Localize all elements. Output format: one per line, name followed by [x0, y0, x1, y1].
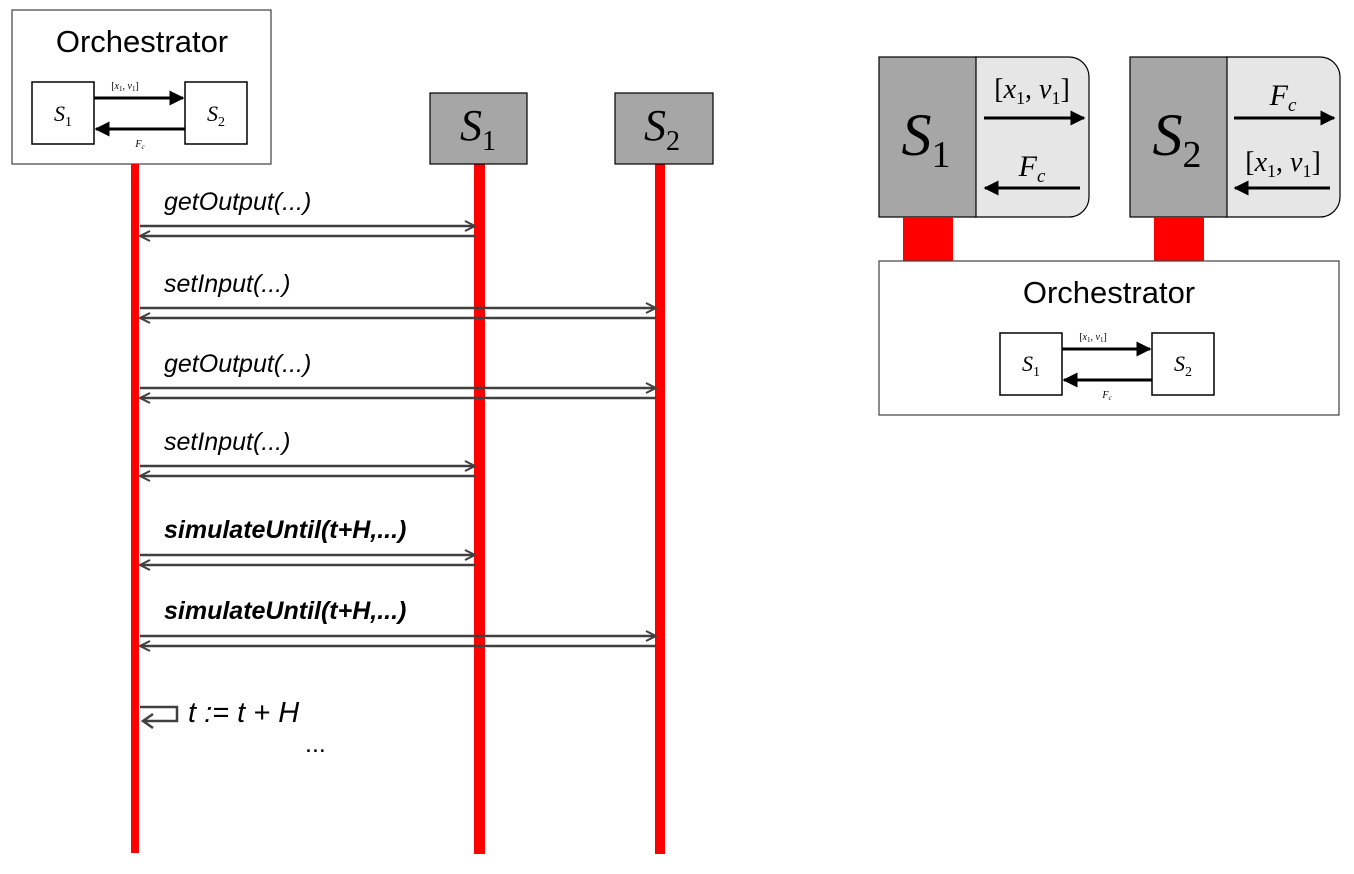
- message-2: setInput(...): [140, 270, 656, 318]
- self-step-label: t := t + H: [188, 697, 299, 729]
- lifeline-s1: [474, 164, 485, 854]
- head-s2-label: S2: [644, 101, 680, 157]
- right-orch-s2-box: [1151, 332, 1215, 396]
- right-orchestrator-title: Orchestrator: [1023, 275, 1195, 310]
- left-orchestrator-title: Orchestrator: [56, 24, 228, 59]
- unit-s1: S1 [x1, v1] Fc: [878, 56, 1090, 218]
- left-orch-arrow-top-label: [x1, v1]: [111, 81, 139, 93]
- unit-s1-block: [878, 56, 977, 218]
- self-step-arrowhead: [140, 712, 154, 730]
- message-4: setInput(...): [140, 428, 475, 476]
- self-step-arrow: [140, 705, 179, 723]
- right-orch-s1-box: [999, 332, 1063, 396]
- connector-s1-orchestrator: [903, 217, 953, 261]
- right-orch-arrow-top-label: [x1, v1]: [1079, 332, 1107, 344]
- unit-s2-label: S2: [1153, 102, 1202, 176]
- unit-s2-top-port-label: Fc: [1269, 79, 1297, 116]
- connector-s2-orchestrator: [1154, 217, 1204, 261]
- unit-s2-block: [1129, 56, 1228, 218]
- unit-s1-bottom-port-label: Fc: [1018, 150, 1046, 187]
- head-s1: S1: [429, 92, 528, 165]
- left-orchestrator-box: Orchestrator S1 S2 [x1, v1] Fc: [11, 9, 272, 165]
- message-1-label: getOutput(...): [164, 188, 311, 216]
- right-orch-arrow-bottom-label: Fc: [1101, 390, 1112, 402]
- message-6: simulateUntil(t+H,...): [140, 597, 656, 646]
- message-5-label: simulateUntil(t+H,...): [164, 516, 406, 544]
- right-orch-s1-label: S1: [1022, 351, 1040, 380]
- message-4-label: setInput(...): [164, 428, 290, 456]
- left-orch-s1-label: S1: [54, 101, 72, 130]
- left-orch-arrow-bottom-label: Fc: [134, 139, 145, 151]
- message-6-label: simulateUntil(t+H,...): [164, 597, 406, 625]
- self-step: t := t + H ...: [140, 697, 326, 758]
- right-orch-s2-label: S2: [1174, 351, 1192, 380]
- message-2-label: setInput(...): [164, 270, 290, 298]
- unit-s1-label: S1: [902, 102, 951, 176]
- message-5: simulateUntil(t+H,...): [140, 516, 475, 565]
- head-s1-label: S1: [460, 101, 496, 157]
- unit-s2-bottom-port-label: [x1, v1]: [1245, 147, 1321, 181]
- unit-s2: S2 Fc [x1, v1]: [1129, 56, 1341, 218]
- left-orch-s2-label: S2: [207, 101, 225, 130]
- message-3-label: getOutput(...): [164, 350, 311, 378]
- lifeline-orchestrator: [131, 164, 139, 853]
- message-1: getOutput(...): [140, 188, 475, 236]
- ellipsis: ...: [305, 730, 326, 758]
- right-orchestrator-box: Orchestrator S1 S2 [x1, v1] Fc: [878, 260, 1340, 416]
- left-orch-s1-box: [31, 81, 95, 145]
- unit-s1-top-port-label: [x1, v1]: [994, 74, 1070, 108]
- left-orch-s2-box: [184, 81, 248, 145]
- lifeline-s2: [655, 164, 665, 854]
- message-3: getOutput(...): [140, 350, 656, 398]
- head-s2: S2: [614, 92, 714, 165]
